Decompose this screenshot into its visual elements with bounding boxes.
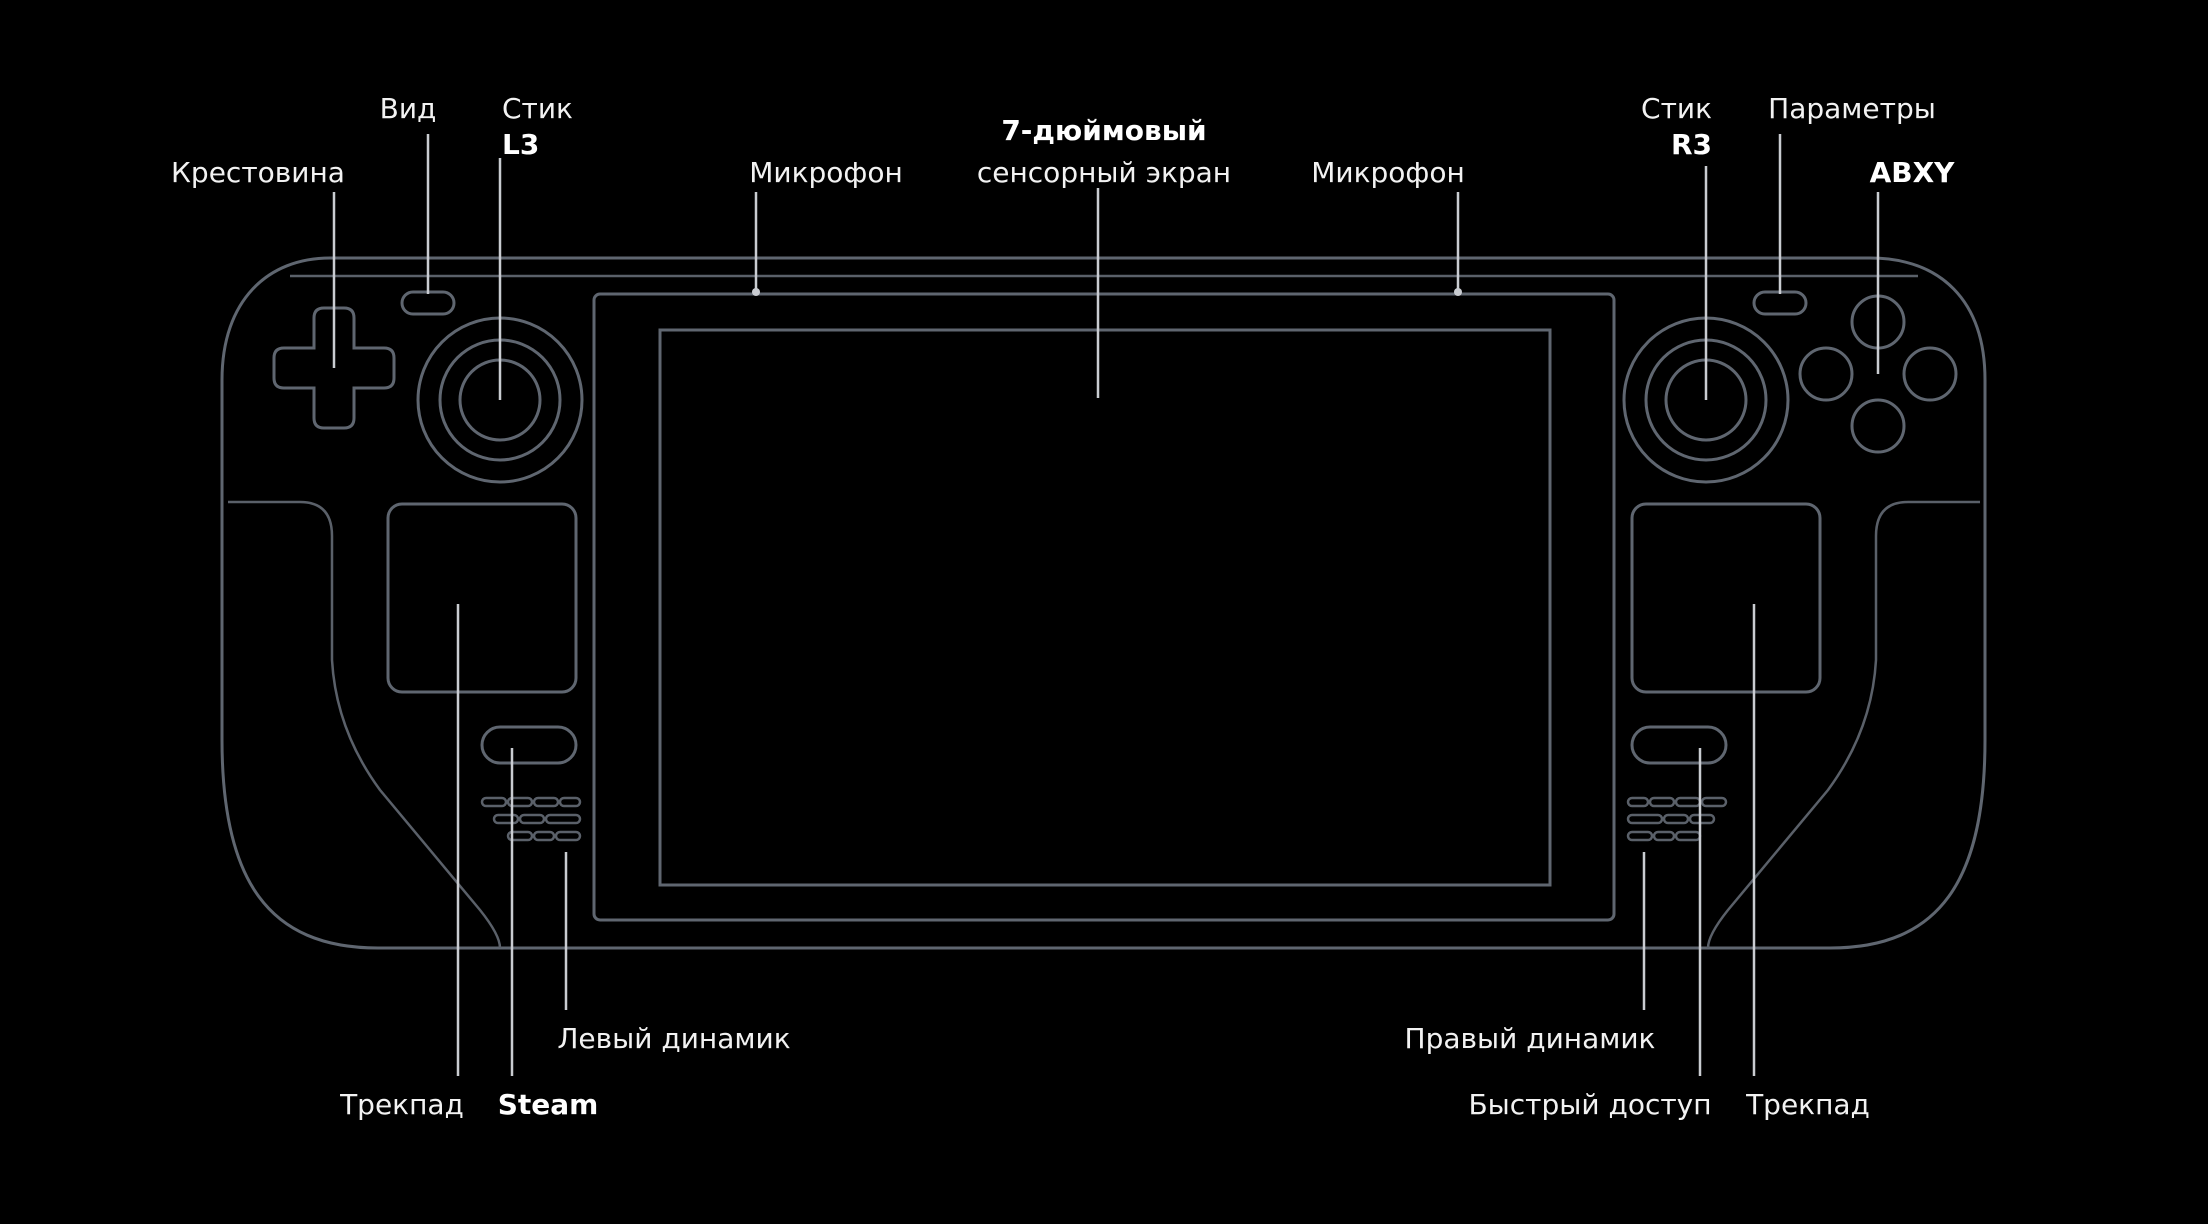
label-trackpad-right: Трекпад bbox=[1745, 1088, 1870, 1121]
screen-bezel bbox=[592, 292, 1616, 922]
device-body bbox=[220, 256, 1987, 950]
label-stick-left-line2: L3 bbox=[502, 128, 539, 161]
device-outline bbox=[220, 256, 1987, 950]
label-trackpad-left: Трекпад bbox=[339, 1088, 464, 1121]
screen bbox=[592, 292, 1616, 922]
view-button bbox=[400, 290, 456, 316]
label-abxy: ABXY bbox=[1870, 156, 1956, 189]
dpad bbox=[272, 306, 396, 430]
label-quick-access: Быстрый доступ bbox=[1468, 1088, 1711, 1121]
label-mic-right: Микрофон bbox=[1311, 156, 1465, 189]
label-mic-left: Микрофон bbox=[749, 156, 903, 189]
left-trackpad bbox=[386, 502, 578, 694]
label-speaker-right: Правый динамик bbox=[1405, 1022, 1656, 1055]
label-options: Параметры bbox=[1768, 92, 1936, 125]
screen-display bbox=[658, 328, 1552, 887]
button-x bbox=[1798, 346, 1854, 402]
options-button bbox=[1752, 290, 1808, 316]
right-grip-contour bbox=[1706, 500, 1980, 949]
mic-right-dot bbox=[1454, 288, 1462, 296]
label-screen-line2: сенсорный экран bbox=[977, 156, 1231, 189]
leader-lines bbox=[332, 134, 1880, 1076]
right-controls bbox=[1622, 290, 1958, 842]
label-speaker-left: Левый динамик bbox=[557, 1022, 790, 1055]
left-controls bbox=[272, 290, 584, 842]
label-steam: Steam bbox=[498, 1088, 599, 1121]
label-view: Вид bbox=[380, 92, 437, 125]
quick-access-button bbox=[1630, 725, 1728, 765]
label-stick-right-line2: R3 bbox=[1671, 128, 1712, 161]
left-speaker-grille bbox=[480, 796, 582, 842]
labels: Крестовина Вид Стик L3 Микрофон 7-дюймов… bbox=[171, 92, 1955, 1121]
label-screen-line1: 7-дюймовый bbox=[1001, 114, 1206, 147]
right-speaker-grille bbox=[1626, 796, 1728, 842]
right-trackpad bbox=[1630, 502, 1822, 694]
button-b bbox=[1902, 346, 1958, 402]
button-a bbox=[1850, 398, 1906, 454]
steam-button bbox=[480, 725, 578, 765]
label-dpad: Крестовина bbox=[171, 156, 345, 189]
label-stick-right-line1: Стик bbox=[1641, 92, 1712, 125]
mic-left-dot bbox=[752, 288, 760, 296]
label-stick-left-line1: Стик bbox=[502, 92, 573, 125]
left-grip-contour bbox=[228, 500, 502, 949]
